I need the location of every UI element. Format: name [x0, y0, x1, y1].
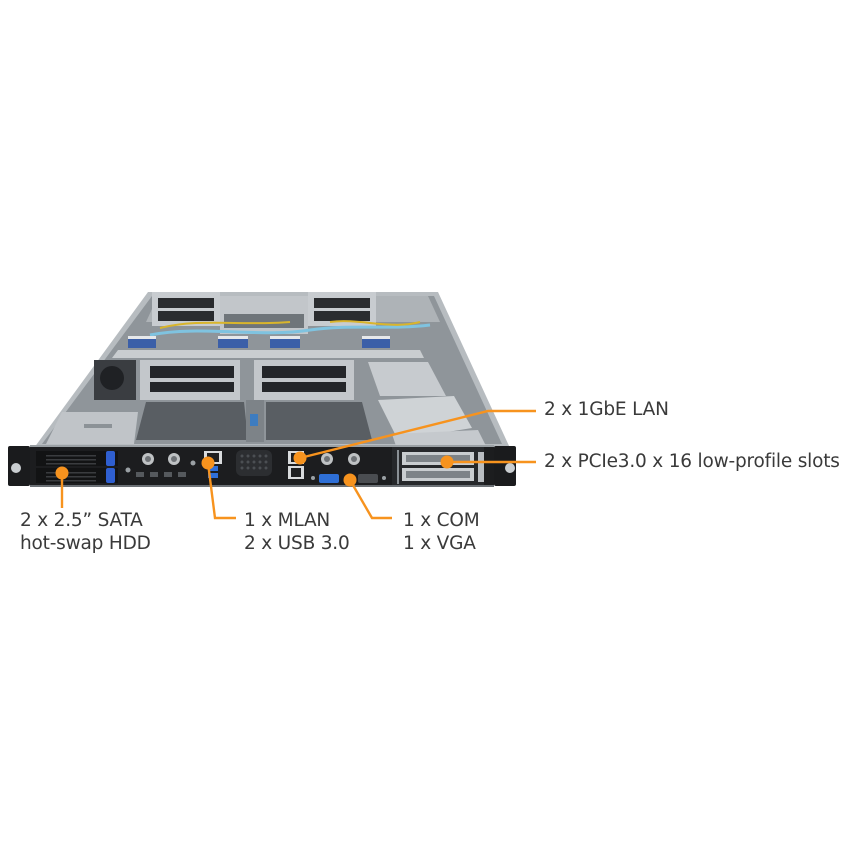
- vga-port: [319, 474, 339, 483]
- dot-hdd: [55, 466, 69, 480]
- callout-mlan-line-1: 1 x MLAN: [244, 510, 331, 531]
- usb-port-1: [208, 466, 218, 471]
- usb-port-2: [208, 473, 218, 478]
- callout-label-lan: 2 x 1GbE LAN: [544, 398, 669, 421]
- dot-pcie: [440, 455, 454, 469]
- callout-com-line-2: 1 x VGA: [403, 533, 476, 554]
- center-vent: [236, 450, 272, 476]
- left-thumbscrew: [11, 463, 21, 473]
- dot-mlan: [201, 456, 215, 470]
- callout-label-com: 1 x COM 1 x VGA: [403, 509, 480, 555]
- leader-mlan: [206, 462, 236, 520]
- leader-lan: [299, 409, 536, 460]
- callout-hdd-line-1: 2 x 2.5” SATA: [20, 510, 143, 531]
- callout-label-hdd: 2 x 2.5” SATA hot-swap HDD: [20, 509, 151, 555]
- callout-dots: [55, 451, 454, 487]
- callout-label-pcie: 2 x PCIe3.0 x 16 low-profile slots: [544, 450, 840, 473]
- callout-hdd-line-2: hot-swap HDD: [20, 533, 151, 554]
- dot-com: [343, 473, 357, 487]
- pcie-slots: [392, 447, 484, 485]
- callout-label-mlan: 1 x MLAN 2 x USB 3.0: [244, 509, 350, 555]
- hdd-bays: [36, 451, 118, 483]
- leader-com: [348, 479, 392, 520]
- right-thumbscrew: [505, 463, 515, 473]
- callout-mlan-line-2: 2 x USB 3.0: [244, 533, 350, 554]
- callout-pcie-line-1: 2 x PCIe3.0 x 16 low-profile slots: [544, 451, 840, 472]
- callout-leaders: [60, 409, 536, 520]
- hdd-latch-1: [106, 451, 115, 466]
- io-module-left: [125, 450, 272, 478]
- callout-lan-line-1: 2 x 1GbE LAN: [544, 399, 669, 420]
- server-chassis: [34, 292, 510, 448]
- hdd-latch-2: [106, 468, 115, 483]
- server-front-panel: [8, 445, 516, 487]
- com-port: [358, 474, 378, 483]
- callout-com-line-1: 1 x COM: [403, 510, 480, 531]
- right-rack-ear: [494, 446, 516, 486]
- dot-lan: [293, 451, 307, 465]
